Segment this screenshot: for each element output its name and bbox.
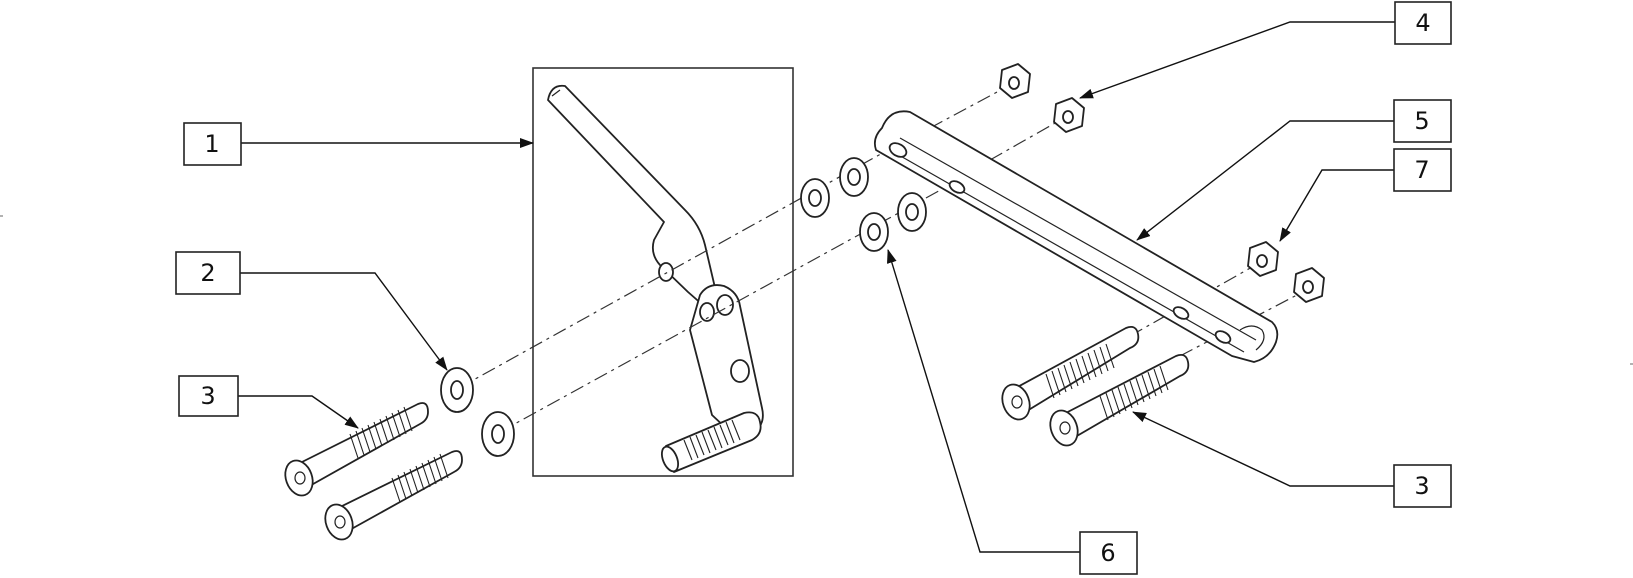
lever-arm bbox=[547, 84, 721, 309]
bracket-hole-2 bbox=[948, 180, 966, 194]
washer-left-upper bbox=[440, 367, 474, 413]
callout-7: 7 bbox=[1393, 148, 1452, 192]
washer-left-lower bbox=[481, 411, 515, 457]
part-5-channel-bracket bbox=[873, 110, 1279, 363]
washer-right-1 bbox=[800, 178, 830, 218]
lever-hole-middle bbox=[699, 302, 715, 322]
callout-2-label: 2 bbox=[200, 259, 215, 287]
bracket-body bbox=[873, 110, 1279, 363]
callout-6-label: 6 bbox=[1100, 539, 1115, 567]
bolt-right-upper bbox=[1001, 325, 1140, 421]
lever-hole-upper bbox=[658, 262, 674, 282]
bracket-hole-3 bbox=[1172, 306, 1190, 320]
knurled-peg bbox=[660, 411, 762, 473]
callout-6: 6 bbox=[1079, 531, 1138, 575]
callout-2: 2 bbox=[175, 251, 241, 295]
callout-1: 1 bbox=[183, 122, 242, 166]
callout-4-label: 4 bbox=[1415, 9, 1430, 37]
leader-7 bbox=[1279, 169, 1394, 242]
bolt-left-upper bbox=[284, 402, 429, 497]
callout-5: 5 bbox=[1393, 99, 1452, 143]
leader-3a bbox=[238, 395, 359, 429]
nut-top-left bbox=[999, 63, 1031, 99]
leader-5 bbox=[1136, 120, 1394, 241]
leader-lines bbox=[238, 21, 1395, 553]
leader-2 bbox=[240, 272, 448, 371]
bolt-left-lower bbox=[324, 450, 463, 541]
nut-top-right bbox=[1053, 97, 1085, 133]
callout-3b: 3 bbox=[1393, 464, 1452, 508]
lever-hole-lower bbox=[730, 359, 750, 383]
callout-3b-label: 3 bbox=[1414, 472, 1429, 500]
callout-5-label: 5 bbox=[1414, 107, 1429, 135]
leader-4 bbox=[1079, 21, 1395, 99]
callout-3a-label: 3 bbox=[200, 382, 215, 410]
nut-lower-right bbox=[1293, 267, 1325, 303]
washer-right-4 bbox=[897, 192, 927, 232]
bracket-hole-1 bbox=[888, 142, 908, 158]
callout-1-label: 1 bbox=[204, 130, 219, 158]
washer-right-3 bbox=[859, 212, 889, 252]
callout-7-label: 7 bbox=[1414, 156, 1429, 184]
callout-4: 4 bbox=[1394, 1, 1452, 45]
nut-lower-left bbox=[1247, 241, 1279, 277]
leader-6 bbox=[887, 249, 1080, 553]
bracket-hole-4 bbox=[1214, 330, 1232, 344]
leader-3b bbox=[1132, 411, 1394, 487]
part-1-lever-assembly bbox=[532, 67, 794, 477]
bolt-right-lower bbox=[1049, 353, 1190, 447]
washer-right-2 bbox=[839, 157, 869, 197]
part-1-frame bbox=[532, 67, 794, 477]
callout-3a: 3 bbox=[178, 375, 239, 417]
